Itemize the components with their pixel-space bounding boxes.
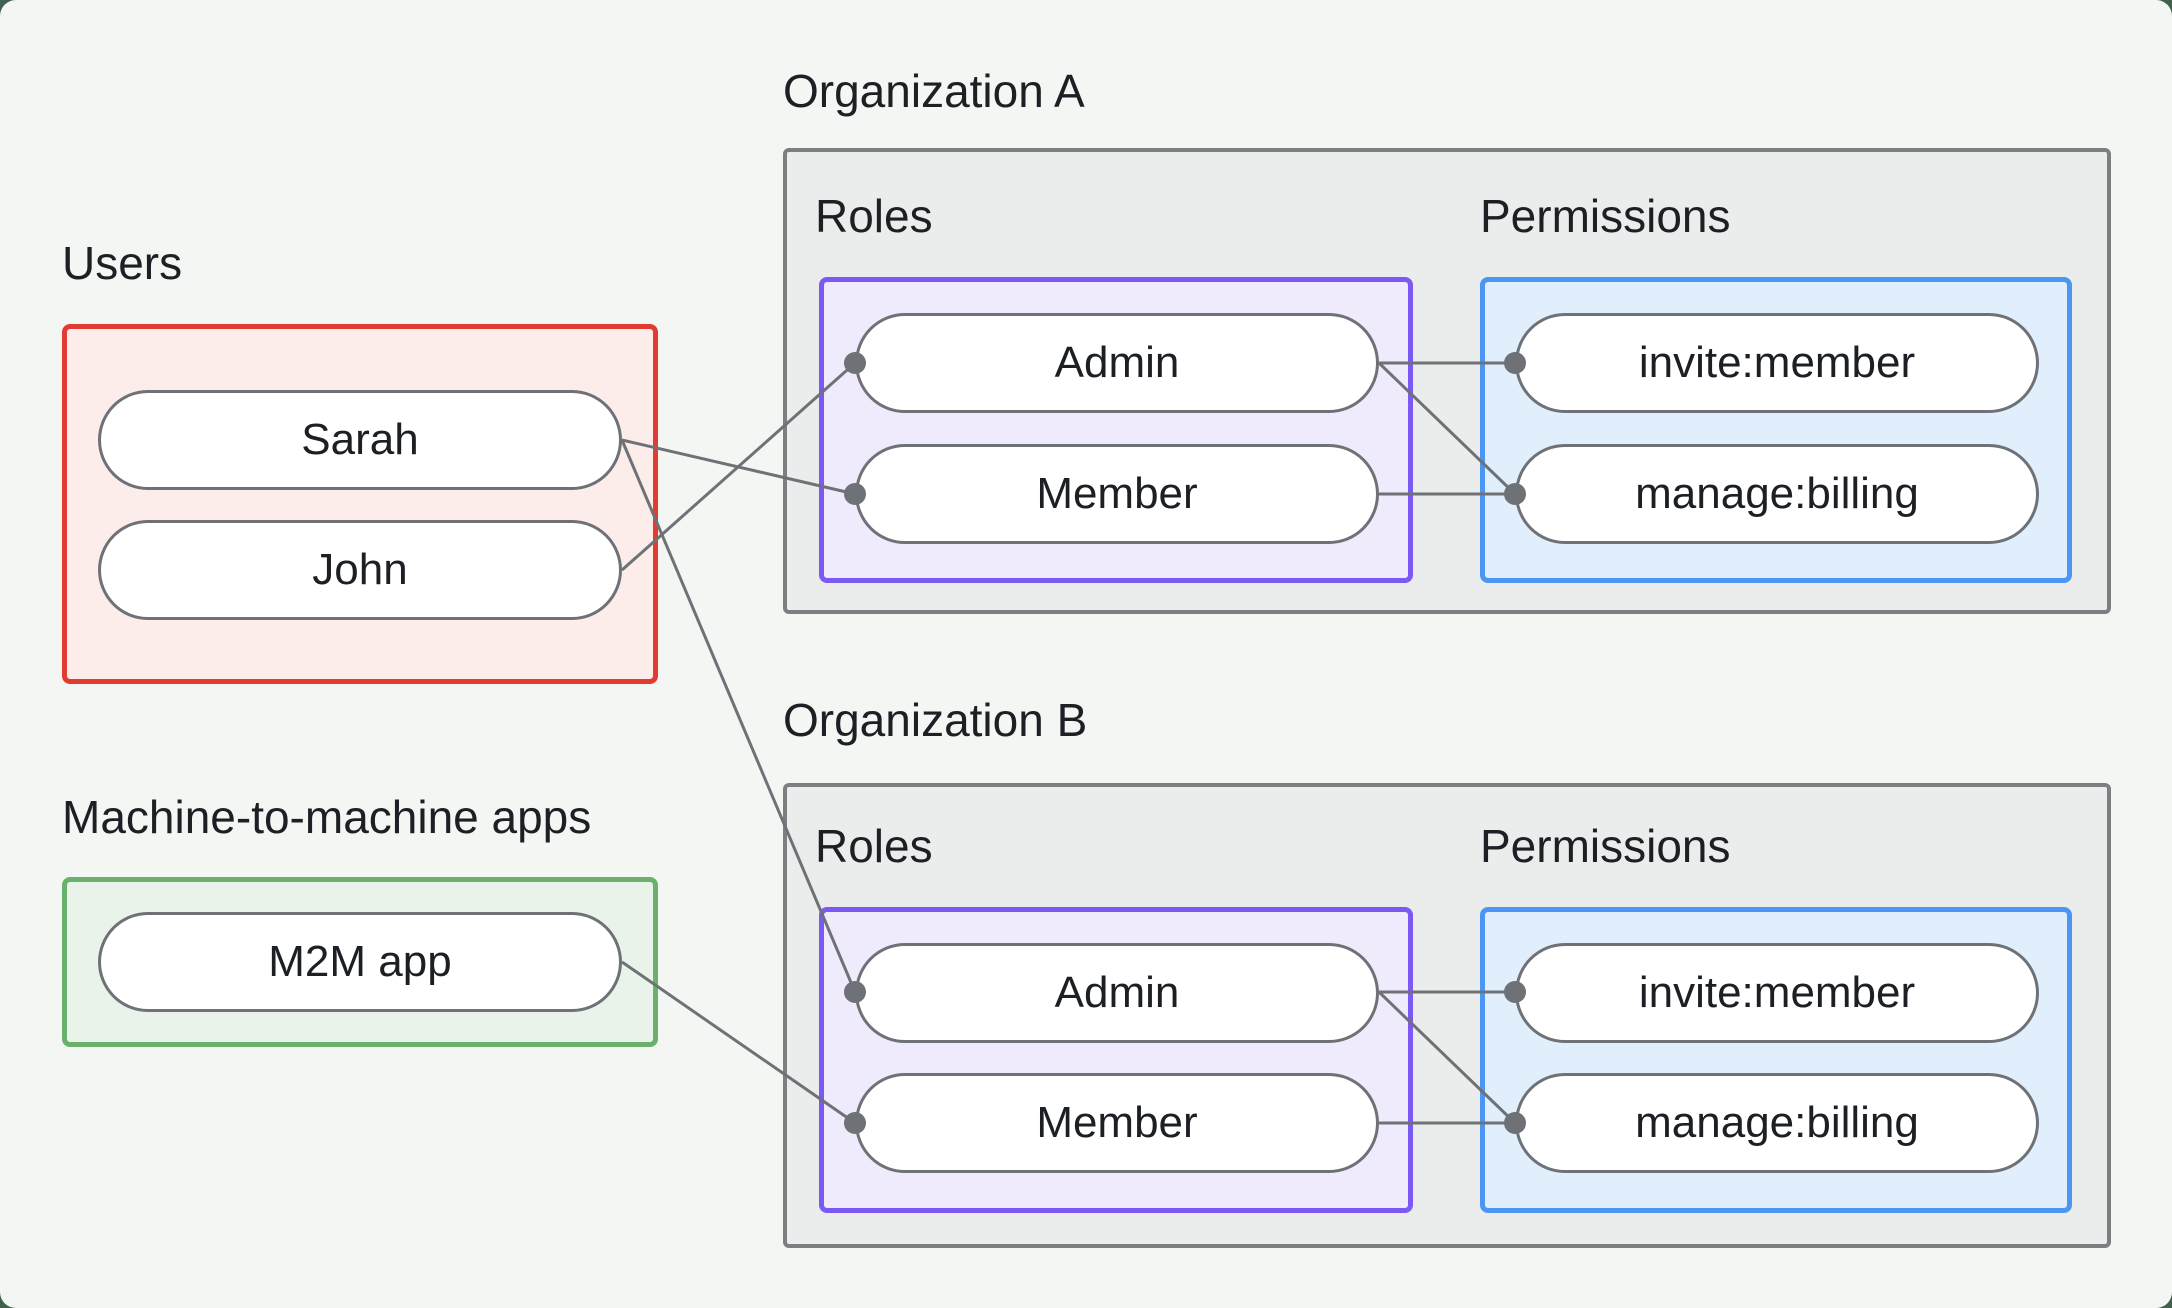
node-john: John (98, 520, 622, 620)
node-org-b-manage-billing: manage:billing (1515, 1073, 2039, 1173)
users-label: Users (62, 237, 183, 289)
node-org-a-admin: Admin (855, 313, 1379, 413)
users-group-box (62, 324, 658, 684)
org-a-roles-label: Roles (815, 190, 933, 242)
node-sarah: Sarah (98, 390, 622, 490)
node-org-a-manage-billing: manage:billing (1515, 444, 2039, 544)
node-m2m-app: M2M app (98, 912, 622, 1012)
org-a-title: Organization A (783, 65, 1085, 117)
node-org-b-admin: Admin (855, 943, 1379, 1043)
org-b-roles-label: Roles (815, 820, 933, 872)
node-org-a-member: Member (855, 444, 1379, 544)
org-b-title: Organization B (783, 694, 1088, 746)
node-org-b-member: Member (855, 1073, 1379, 1173)
m2m-label: Machine-to-machine apps (62, 791, 592, 843)
org-b-permissions-label: Permissions (1480, 820, 1731, 872)
org-a-permissions-label: Permissions (1480, 190, 1731, 242)
node-org-b-invite-member: invite:member (1515, 943, 2039, 1043)
node-org-a-invite-member: invite:member (1515, 313, 2039, 413)
